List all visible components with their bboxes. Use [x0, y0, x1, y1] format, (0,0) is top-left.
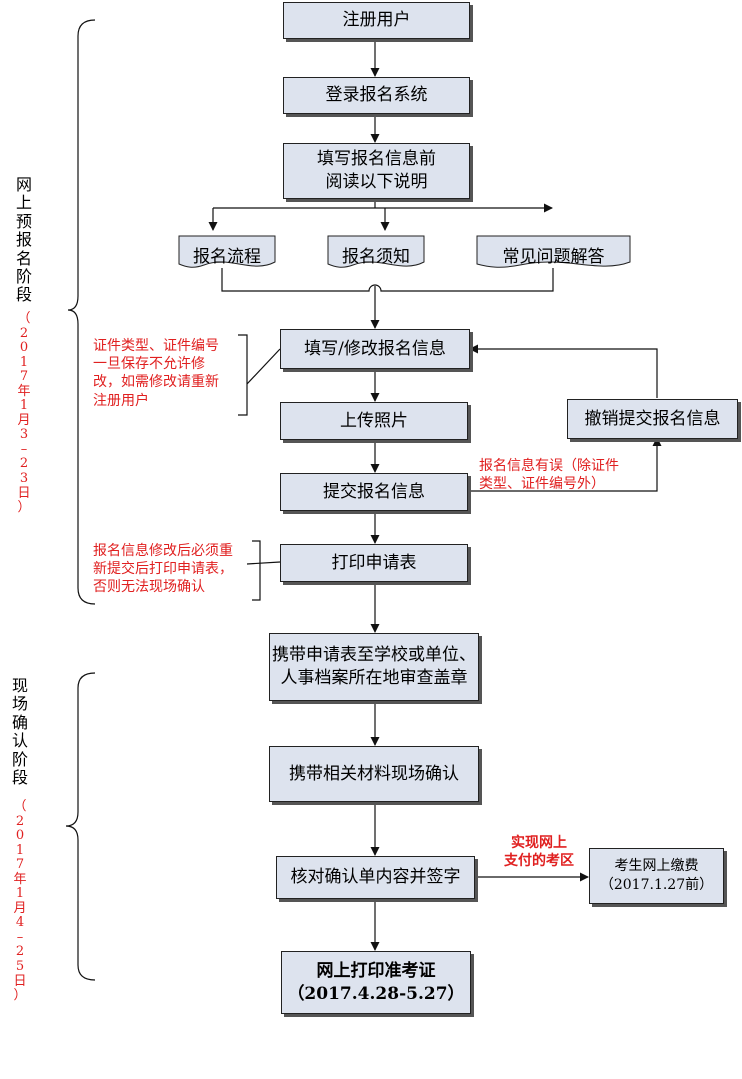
- revoke-box: 撤销提交报名信息: [567, 399, 738, 439]
- doc-shape-faq: [476, 235, 631, 268]
- read-intro-box: 填写报名信息前 阅读以下说明: [283, 143, 470, 199]
- pay-online-box: 考生网上缴费 （2017.1.27前）: [589, 848, 724, 904]
- doc-shape-flow: [178, 235, 276, 268]
- note-bracket-resubmit: [252, 540, 261, 601]
- faq-doc: 常见问题解答: [502, 247, 605, 267]
- id-note: 证件类型、证件编号 一旦保存不允许修 改，如需修改请重新 注册用户: [93, 338, 219, 409]
- brace-online: [67, 19, 96, 605]
- arrow-submit-revoke: [468, 437, 662, 492]
- document-shapes: [178, 235, 631, 268]
- print-form-box: 打印申请表: [280, 544, 468, 582]
- print-ticket-box: 网上打印准考证 （2017.4.28-5.27）: [281, 951, 471, 1014]
- stage-onsite-label: 现场确认阶段: [11, 676, 28, 787]
- error-note: 报名信息有误（除证件 类型、证件编号外）: [479, 458, 619, 493]
- fill-info-box: 填写/修改报名信息: [280, 329, 470, 369]
- upload-photo-box: 上传照片: [280, 402, 468, 440]
- resubmit-note: 报名信息修改后必须重 新提交后打印申请表， 否则无法现场确认: [93, 543, 233, 596]
- note-pointer-resubmit: [246, 561, 281, 565]
- bring-form-box: 携带申请表至学校或单位、 人事档案所在地审查盖章: [269, 633, 479, 701]
- login-box: 登录报名系统: [283, 77, 470, 114]
- flow-doc: 报名流程: [193, 247, 261, 267]
- submit-info-box: 提交报名信息: [280, 473, 468, 511]
- brace-onsite: [65, 672, 96, 981]
- arrow-revoke-fill: [469, 344, 658, 398]
- register-box: 注册用户: [283, 2, 470, 39]
- note-pointer-id: [246, 348, 281, 385]
- doc-shape-notice: [327, 235, 425, 268]
- stage-online-label: 网上预报名阶段: [15, 175, 32, 305]
- check-sign-box: 核对确认单内容并签字: [276, 856, 475, 899]
- confirm-onsite-box: 携带相关材料现场确认: [269, 746, 479, 802]
- pay-note: 实现网上 支付的考区: [504, 835, 574, 870]
- notice-doc: 报名须知: [342, 247, 410, 267]
- note-bracket-id: [238, 334, 248, 416]
- collection-bar: [221, 268, 554, 292]
